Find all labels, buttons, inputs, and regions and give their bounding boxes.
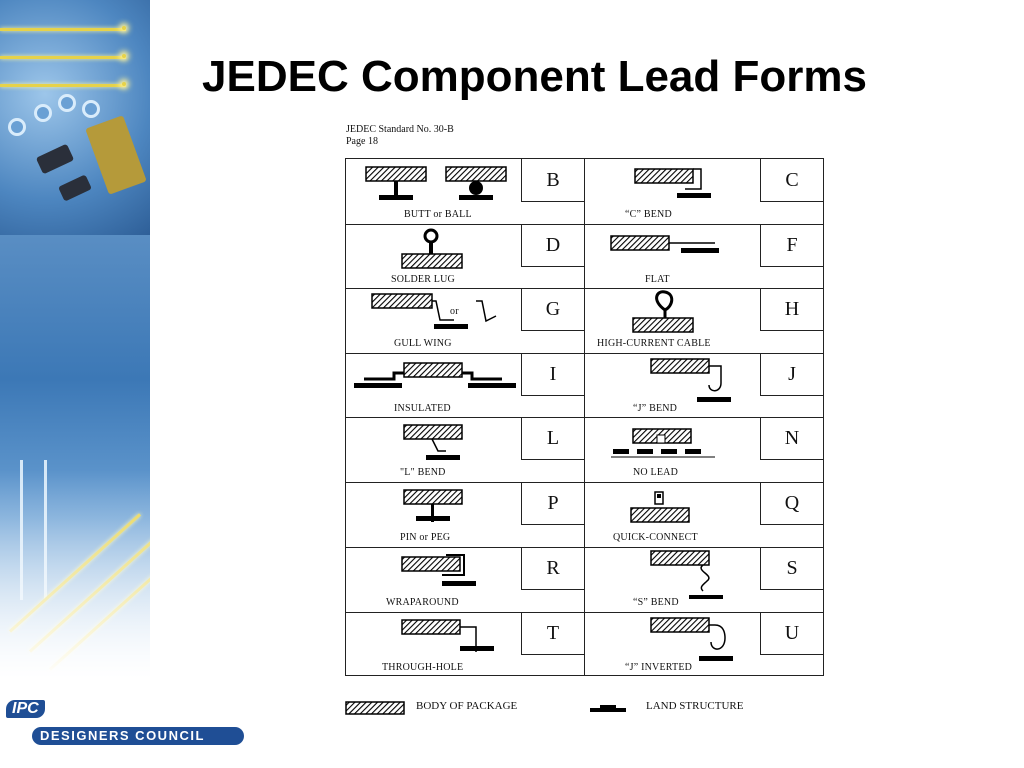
source-citation: JEDEC Standard No. 30-B Page 18 (346, 124, 454, 148)
lead-form-cell-r: R WRAPAROUND (346, 547, 584, 611)
ipc-logo: IPC (6, 700, 45, 718)
lead-code: J (760, 353, 823, 396)
spark-icon (122, 82, 126, 86)
lead-form-label: INSULATED (394, 403, 451, 414)
lead-code: R (521, 547, 584, 590)
lead-form-cell-f: F FLAT (585, 224, 823, 288)
gull-wing-diagram (371, 293, 497, 329)
row-divider (346, 482, 823, 483)
lead-form-cell-g: or G GULL WING (346, 288, 584, 352)
lead-code: S (760, 547, 823, 590)
art-fade (0, 470, 150, 690)
lead-form-cell-i: I INSULATED (346, 353, 584, 417)
gold-trace (0, 28, 126, 31)
wraparound-diagram (401, 554, 476, 586)
lead-code: U (760, 612, 823, 655)
lead-form-cell-q: Q QUICK-CONNECT (585, 482, 823, 546)
butt-or-ball-diagram (365, 166, 507, 200)
c-bend-diagram (634, 168, 711, 198)
lead-form-label: NO LEAD (633, 467, 679, 478)
gold-trace (0, 84, 126, 87)
circuit-board-art (0, 0, 150, 690)
lead-form-cell-h: H HIGH-CURRENT CABLE (585, 288, 823, 352)
lead-form-label: SOLDER LUG (391, 274, 455, 285)
row-divider (346, 288, 823, 289)
lead-form-label: THROUGH-HOLE (382, 662, 464, 673)
lead-code: G (521, 288, 584, 331)
lead-form-cell-p: P PIN or PEG (346, 482, 584, 546)
lead-form-cell-t: T THROUGH-HOLE (346, 612, 584, 676)
lead-code: F (760, 224, 823, 267)
lead-form-label: “J” INVERTED (625, 662, 693, 673)
gold-trace (0, 56, 126, 59)
l-bend-diagram (403, 424, 463, 460)
no-lead-diagram (611, 428, 715, 458)
source-page: Page 18 (346, 136, 378, 147)
row-divider (346, 224, 823, 225)
j-inverted-diagram (650, 617, 733, 661)
lead-form-label: “S” BEND (633, 597, 679, 608)
row-divider (346, 612, 823, 613)
spark-icon (122, 54, 126, 58)
solder-lug-diagram (401, 228, 463, 269)
lead-form-label: FLAT (645, 274, 670, 285)
lead-form-cell-u: U “J” INVERTED (585, 612, 823, 676)
lead-code: C (760, 159, 823, 202)
flat-lead-diagram (610, 235, 719, 253)
row-divider (346, 417, 823, 418)
solder-pad-icon (8, 118, 26, 136)
lead-form-cell-d: D SOLDER LUG (346, 224, 584, 288)
gull-wing-or-text: or (450, 306, 459, 317)
legend-land-label: LAND STRUCTURE (646, 700, 744, 712)
lead-form-label: "L" BEND (400, 467, 446, 478)
lead-code: P (521, 482, 584, 525)
lead-form-label: WRAPAROUND (386, 597, 459, 608)
solder-pad-icon (34, 104, 52, 122)
lead-form-label: HIGH-CURRENT CABLE (597, 338, 711, 349)
j-bend-diagram (650, 358, 731, 402)
solder-pad-icon (82, 100, 100, 118)
source-standard: JEDEC Standard No. 30-B (346, 124, 454, 135)
lead-form-cell-j: J “J” BEND (585, 353, 823, 417)
solder-pad-icon (58, 94, 76, 112)
s-bend-diagram (650, 550, 723, 599)
insulated-diagram (354, 362, 516, 388)
body-of-package-swatch (345, 701, 405, 715)
lead-form-label: PIN or PEG (400, 532, 451, 543)
lead-form-cell-l: L "L" BEND (346, 417, 584, 481)
slide-title: JEDEC Component Lead Forms (202, 52, 867, 101)
lead-code: D (521, 224, 584, 267)
lead-form-cell-s: S “S” BEND (585, 547, 823, 611)
designers-council-text: DESIGNERS COUNCIL (40, 728, 205, 743)
lead-form-label: “C” BEND (625, 209, 672, 220)
lead-form-label: “J” BEND (633, 403, 678, 414)
row-divider (346, 547, 823, 548)
land-structure-swatch (590, 705, 626, 712)
through-hole-diagram (401, 619, 494, 652)
circuit-board-photo (0, 0, 150, 235)
lead-code: Q (760, 482, 823, 525)
lead-code: N (760, 417, 823, 460)
spark-icon (122, 26, 126, 30)
legend-body-label: BODY OF PACKAGE (416, 700, 518, 712)
lead-code: I (521, 353, 584, 396)
high-current-cable-diagram (632, 290, 694, 333)
lead-code: B (521, 159, 584, 202)
lead-form-label: QUICK-CONNECT (613, 532, 698, 543)
lead-form-table: B BUTT or BALL C “C” BEND D SOLDER LUG F… (345, 158, 824, 676)
lead-form-cell-b: B BUTT or BALL (346, 159, 584, 223)
lead-form-label: GULL WING (394, 338, 452, 349)
lead-form-label: BUTT or BALL (404, 209, 472, 220)
lead-code: T (521, 612, 584, 655)
designers-council-logo: DESIGNERS COUNCIL (32, 727, 244, 745)
quick-connect-diagram (630, 491, 690, 523)
row-divider (346, 353, 823, 354)
lead-code: H (760, 288, 823, 331)
pin-or-peg-diagram (403, 489, 463, 522)
lead-code: L (521, 417, 584, 460)
lead-form-cell-c: C “C” BEND (585, 159, 823, 223)
lead-form-cell-n: N NO LEAD (585, 417, 823, 481)
